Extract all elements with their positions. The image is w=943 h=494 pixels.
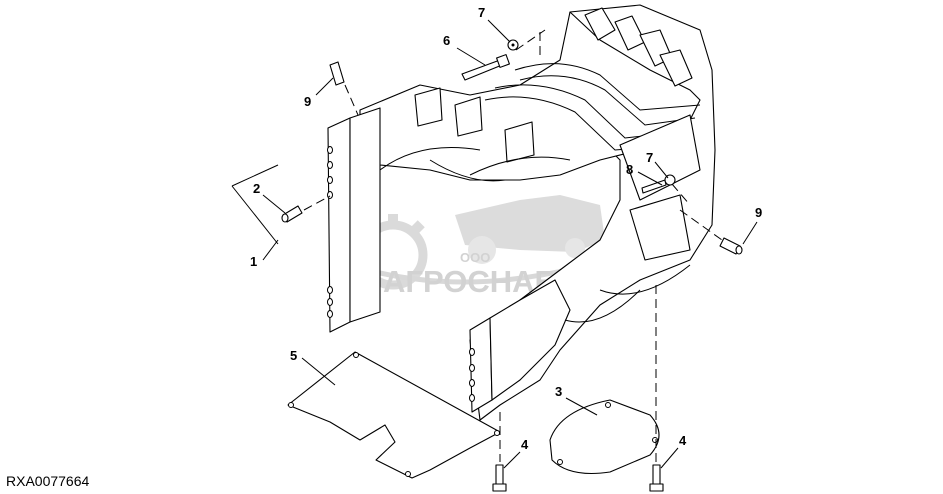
callout-9-top: 9 <box>304 94 311 109</box>
figure-id: RXA0077664 <box>6 473 90 489</box>
callout-1: 1 <box>250 254 257 269</box>
transmission-case <box>327 4 716 421</box>
bolt-4-right <box>649 464 664 492</box>
callout-5: 5 <box>290 348 297 363</box>
callout-9-right: 9 <box>755 205 762 220</box>
callout-2: 2 <box>253 181 260 196</box>
callout-7-right: 7 <box>646 150 653 165</box>
pin-2 <box>281 205 303 223</box>
callout-6: 6 <box>443 33 450 48</box>
watermark-harvester-icon <box>455 195 605 264</box>
callout-7-top: 7 <box>478 5 485 20</box>
watermark-logo: ООО АГРОСНАБ <box>353 195 605 299</box>
callout-labels: 1 2 3 4 4 5 6 7 7 8 9 9 <box>250 5 762 452</box>
flange-holes <box>327 146 475 402</box>
bolt-4-left <box>492 464 507 492</box>
washer-7-top <box>507 39 519 51</box>
assembly-lines <box>303 29 723 462</box>
pin-9-top <box>329 61 345 86</box>
callout-8: 8 <box>626 162 633 177</box>
callout-4-right: 4 <box>679 433 687 448</box>
callout-3: 3 <box>555 384 562 399</box>
bolt-6 <box>461 54 510 81</box>
callout-4-left: 4 <box>521 437 529 452</box>
leader-lines <box>231 19 758 469</box>
cover-plate <box>287 351 501 479</box>
pin-9-right <box>719 237 743 255</box>
watermark-company-type: ООО <box>460 250 490 265</box>
watermark-company-name: АГРОСНАБ <box>383 264 557 299</box>
oval-cover <box>549 399 660 475</box>
